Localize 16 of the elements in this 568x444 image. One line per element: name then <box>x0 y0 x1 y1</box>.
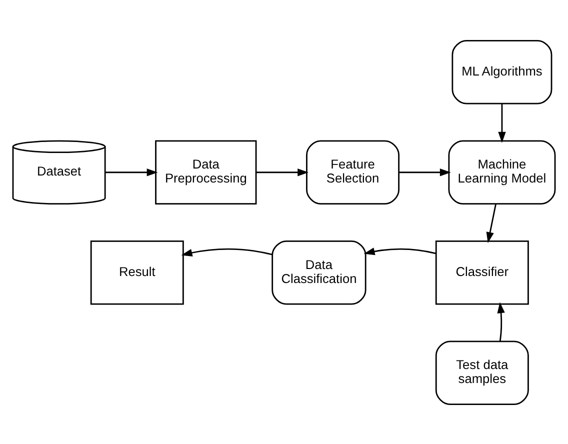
arrow <box>498 103 506 142</box>
arrow <box>398 168 451 176</box>
arrow <box>181 248 272 256</box>
arrow <box>364 247 436 255</box>
arrow <box>256 168 309 176</box>
node-box: Data Preprocessing <box>155 140 257 204</box>
node-box: Classifier <box>435 240 529 304</box>
arrow <box>486 203 496 243</box>
node-box: Result <box>90 240 184 304</box>
arrow <box>106 168 158 176</box>
node-box: Feature Selection <box>306 140 400 204</box>
arrow <box>497 302 505 341</box>
node-box: Data Classification <box>272 240 366 304</box>
node-box: Machine Learning Model <box>448 140 556 204</box>
node-box: Test data samples <box>435 340 529 405</box>
node-box: ML Algorithms <box>452 39 552 104</box>
